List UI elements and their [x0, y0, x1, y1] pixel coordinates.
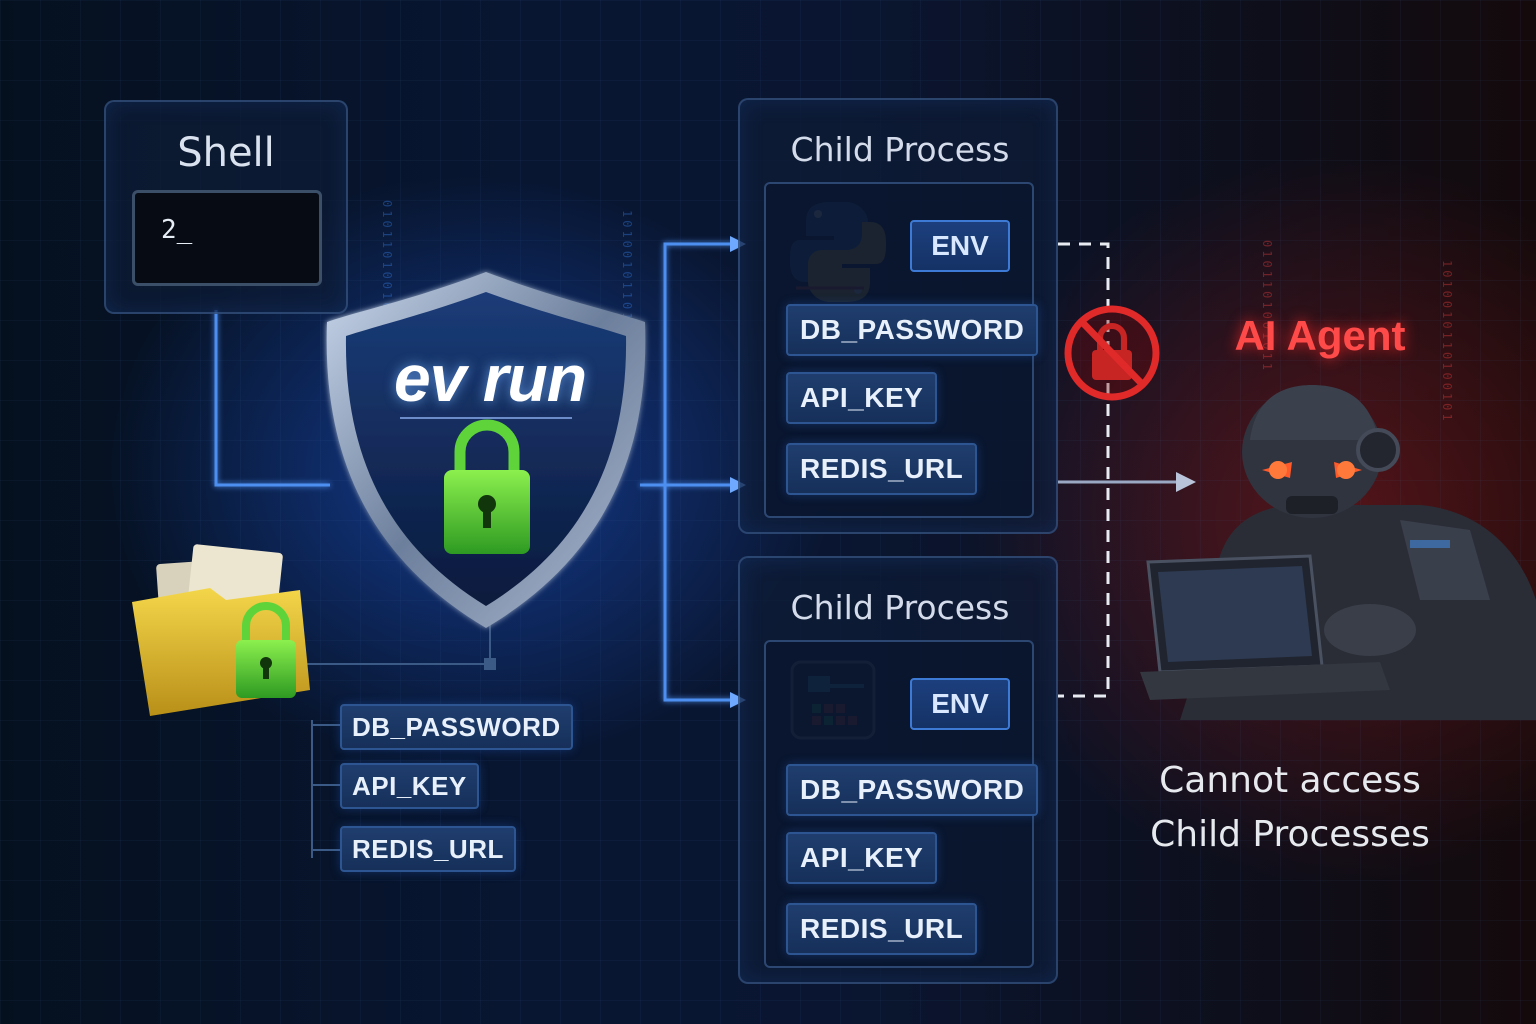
child-process-title: Child Process — [790, 588, 1010, 627]
ev-run-label: ev run — [393, 341, 587, 415]
child1-var-api-key: API_KEY — [786, 372, 938, 424]
shell-title: Shell — [177, 130, 275, 176]
ai-agent-robot-icon — [1140, 385, 1536, 720]
child-process-title: Child Process — [790, 130, 1010, 169]
agent-caption-line2: Child Processes — [1150, 814, 1430, 855]
binary-stream: 1010010110100101 — [1440, 260, 1454, 424]
agent-caption-line1: Cannot access — [1159, 760, 1421, 801]
child1-var-db-password: DB_PASSWORD — [786, 304, 1039, 356]
child2-var-api-key: API_KEY — [786, 832, 938, 884]
source-var-redis-url: REDIS_URL — [340, 826, 516, 872]
source-var-api-key: API_KEY — [340, 763, 479, 809]
padlock-icon — [444, 419, 530, 554]
no-access-lock-icon — [1064, 305, 1160, 401]
env-badge-1: ENV — [910, 220, 1010, 272]
source-var-db-password: DB_PASSWORD — [340, 704, 573, 750]
env-badge-2: ENV — [910, 678, 1010, 730]
child1-var-redis-url: REDIS_URL — [786, 443, 978, 495]
shield-icon — [326, 272, 646, 628]
terminal-prompt: 2_ — [161, 215, 193, 245]
binary-stream: 0101101001011 — [1260, 240, 1274, 373]
terminal-window[interactable]: 2_ — [132, 190, 322, 286]
child2-var-db-password: DB_PASSWORD — [786, 764, 1039, 816]
locked-folder-icon — [132, 544, 310, 716]
child2-var-redis-url: REDIS_URL — [786, 903, 978, 955]
ai-agent-title: AI Agent — [1234, 312, 1406, 359]
